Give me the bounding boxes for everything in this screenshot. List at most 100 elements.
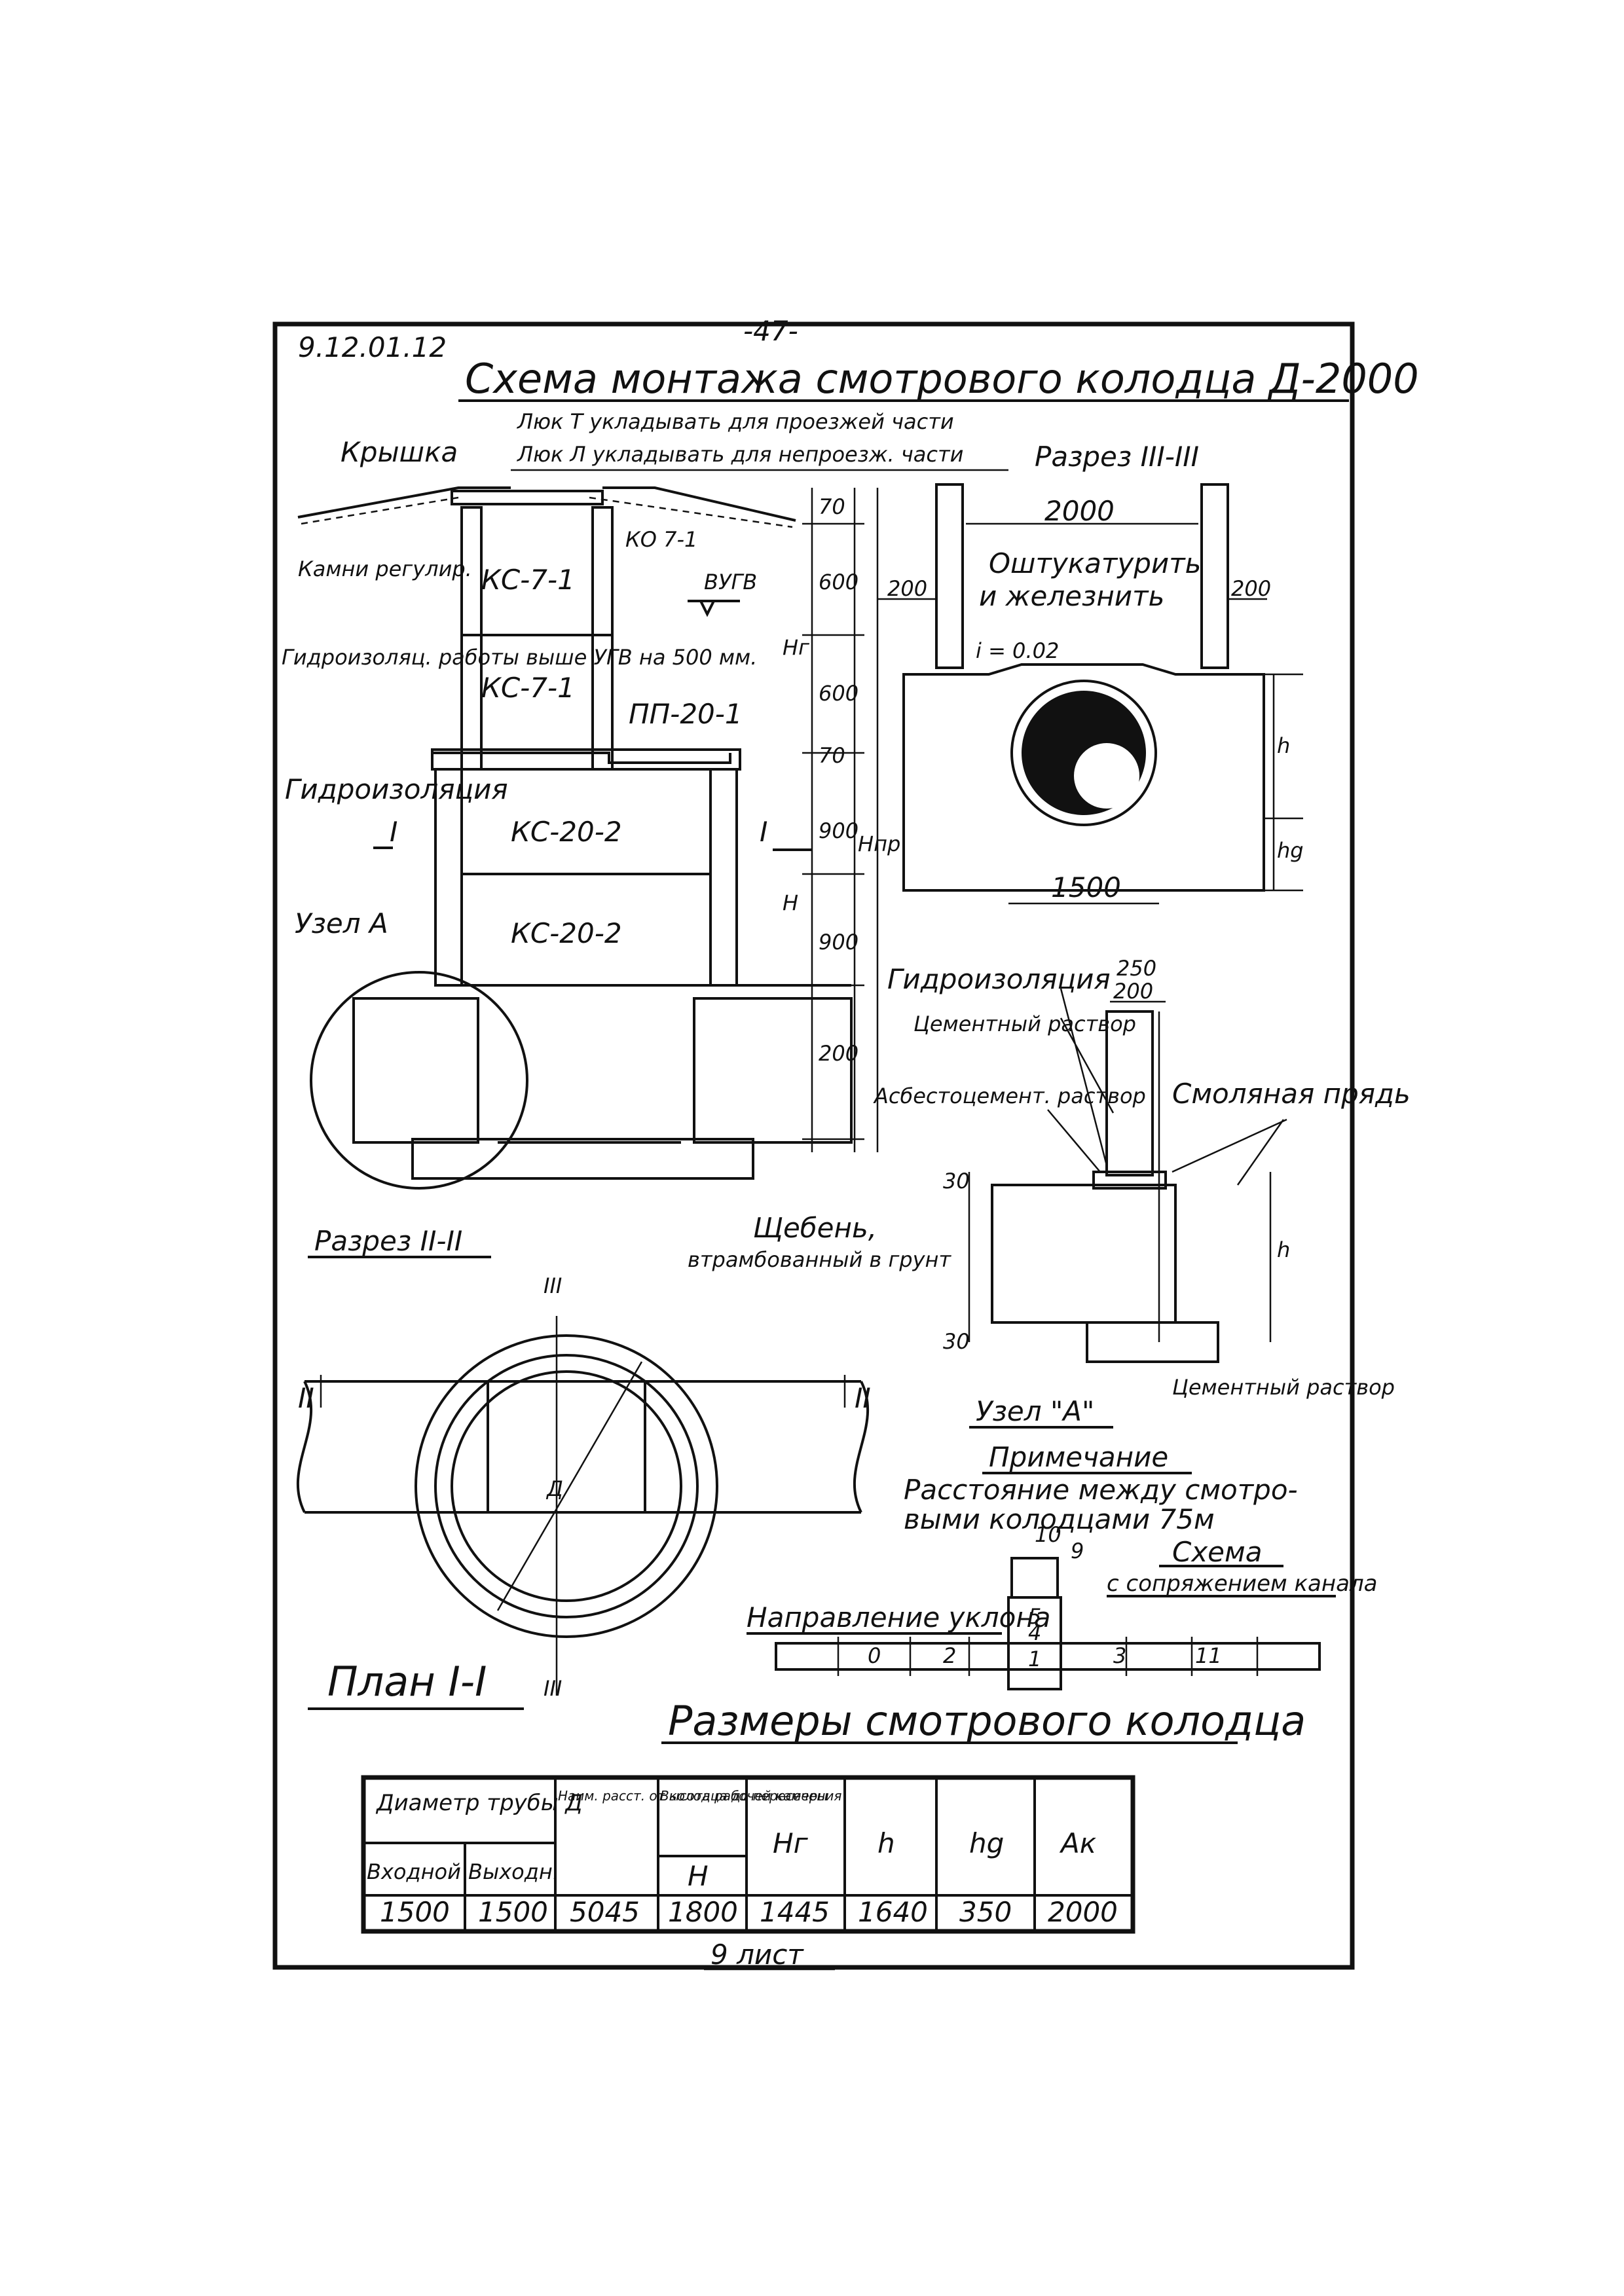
label-gravel-2: втрамбованный в грунт: [688, 1247, 951, 1272]
doc-code: 9.12.01.12: [298, 331, 447, 363]
label-ring-1: КС-7-1: [481, 564, 575, 596]
label-node-a: Узел А: [295, 907, 388, 939]
plan-drawing: [297, 1316, 869, 1696]
sheet-title: Схема монтажа смотрового колодца Д-2000: [465, 355, 1419, 403]
scheme-title-2: с сопряжением канала: [1107, 1571, 1378, 1597]
dim-900b: 900: [819, 930, 858, 955]
section-II-label: Разрез II-II: [314, 1225, 462, 1257]
sec3-plaster-1: Оштукатурить: [989, 547, 1201, 579]
label-cover: Крышка: [341, 436, 458, 468]
sec3-wall-left: 200: [887, 576, 927, 601]
label-stones: Камни регулир.: [298, 556, 472, 581]
plan-cut-ii-left: II: [298, 1382, 314, 1414]
section-III-drawing: [877, 483, 1303, 905]
th-pipe-diam: Диаметр трубы Д: [375, 1790, 583, 1816]
scheme-node-0: 0: [868, 1643, 881, 1668]
dim-h: H: [783, 890, 798, 915]
td-Hr: 1445: [760, 1896, 830, 1928]
node-a-dim-30b: 30: [943, 1329, 970, 1354]
dim-70a: 70: [819, 494, 845, 519]
label-cut-i-left: I: [390, 816, 397, 848]
scheme-node-1: 1: [1028, 1647, 1041, 1671]
label-ko: КО 7-1: [625, 527, 697, 552]
td-work-height: 1800: [668, 1896, 738, 1928]
scheme-node-11: 11: [1195, 1643, 1222, 1668]
scheme-flow: Направление уклона: [747, 1601, 1051, 1633]
sheet-frame: [272, 321, 1355, 1970]
node-a-dim-200: 200: [1113, 979, 1153, 1004]
plan-cut-ii-right: II: [855, 1382, 871, 1414]
scheme-top-5: 5: [1028, 1604, 1041, 1629]
sec3-base-dim: 1500: [1051, 871, 1121, 903]
node-a-cement-2: Цементный раствор: [1172, 1375, 1395, 1400]
label-waterproofing-ugv: Гидроизоляц. работы выше УГВ на 500 мм.: [282, 645, 757, 670]
scheme-node-2: 2: [943, 1643, 956, 1668]
label-ring-2: КС-7-1: [481, 672, 575, 704]
th-inlet: Входной: [367, 1859, 461, 1884]
node-a-asbestos: Асбестоцемент. раствор: [873, 1084, 1146, 1108]
label-ring-3: КС-20-2: [511, 816, 622, 848]
plan-cut-iii-top: III: [544, 1273, 562, 1298]
td-outlet: 1500: [478, 1896, 548, 1928]
sec3-hg: hg: [1277, 838, 1304, 863]
label-cut-i-right: I: [760, 816, 767, 848]
sec3-wall-right: 200: [1231, 576, 1271, 601]
table-caption: Размеры смотрового колодца: [668, 1697, 1306, 1745]
scheme-title-1: Схема: [1172, 1536, 1262, 1568]
node-a-waterproof: Гидроизоляция: [887, 963, 1111, 995]
node-a-drawing: [968, 988, 1287, 1363]
td-h: 1640: [858, 1896, 928, 1928]
td-min-dist: 5045: [570, 1896, 640, 1928]
dim-200: 200: [819, 1041, 858, 1066]
th-h: h: [877, 1827, 895, 1859]
label-ring-4: КС-20-2: [511, 917, 622, 949]
note-title: Примечание: [989, 1441, 1168, 1473]
plan-diam: Д: [545, 1476, 563, 1501]
th-outlet: Выходн.: [468, 1859, 559, 1884]
th-min-dist: Наим. расст. от колодца до пересечения: [558, 1788, 841, 1804]
dim-70b: 70: [819, 743, 845, 768]
td-hg: 350: [959, 1896, 1012, 1928]
plan-cut-iii-bottom: III: [544, 1676, 562, 1701]
scheme-top-4: 4: [1028, 1620, 1041, 1645]
dim-hg: Hг: [783, 635, 809, 660]
plan-label: План I-I: [327, 1658, 487, 1705]
node-a-dim-250: 250: [1116, 956, 1156, 981]
th-H: H: [688, 1860, 709, 1892]
sheet-number: 9 лист: [710, 1939, 804, 1971]
label-waterproofing: Гидроизоляция: [285, 773, 508, 805]
node-a-resin: Смоляная прядь: [1172, 1078, 1411, 1110]
label-slab: ПП-20-1: [629, 698, 743, 730]
hatch-note-2: Люк Л укладывать для непроезж. части: [517, 442, 963, 467]
scheme-top-10: 10: [1035, 1522, 1061, 1547]
note-text-2: выми колодцами 75м: [904, 1503, 1215, 1535]
sec3-slope: i = 0.02: [976, 638, 1059, 663]
section-II-drawing: [297, 486, 879, 1190]
dim-hnp: Hпр: [858, 831, 900, 856]
td-inlet: 1500: [380, 1896, 450, 1928]
label-gravel-1: Щебень,: [753, 1212, 877, 1244]
node-a-h: h: [1277, 1237, 1290, 1262]
note-text-1: Расстояние между смотро-: [904, 1474, 1298, 1506]
label-ugv: ВУГВ: [704, 570, 757, 594]
th-work-height: Высота рабочей камеры: [660, 1788, 828, 1804]
dim-900a: 900: [819, 818, 858, 843]
scheme-top-9: 9: [1071, 1539, 1084, 1563]
page-mark: -47-: [743, 315, 798, 347]
sec3-width: 2000: [1044, 495, 1115, 527]
node-a-dim-30a: 30: [943, 1169, 970, 1194]
th-Ak: Aк: [1059, 1827, 1097, 1859]
th-Hr: Hг: [773, 1827, 809, 1859]
sec3-plaster-2: и железнить: [979, 580, 1164, 612]
scheme-drawing: [775, 1557, 1321, 1690]
dimensions-table-grid: [361, 1775, 1135, 1934]
node-a-title: Узел "А": [976, 1395, 1094, 1427]
sec3-h: h: [1277, 733, 1290, 758]
hatch-note-1: Люк Т укладывать для проезжей части: [517, 409, 954, 434]
th-hg: hg: [969, 1827, 1004, 1859]
td-Ak: 2000: [1048, 1896, 1118, 1928]
dim-600b: 600: [819, 681, 858, 706]
dim-600a: 600: [819, 570, 858, 594]
node-a-cement-1: Цементный раствор: [913, 1011, 1136, 1036]
